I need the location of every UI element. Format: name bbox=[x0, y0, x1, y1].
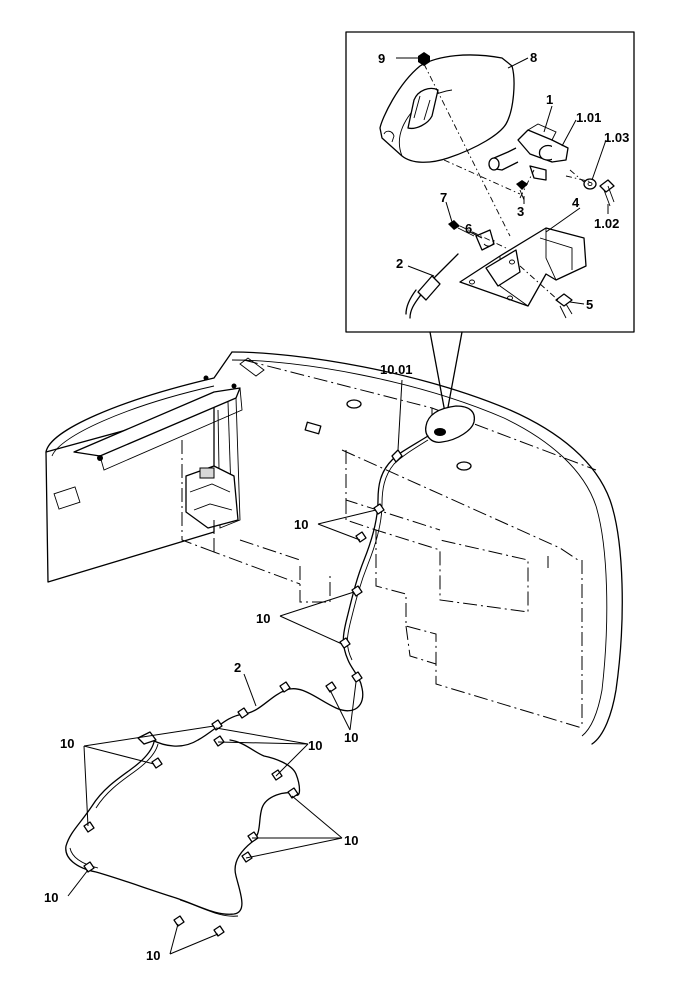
lamp-bracket bbox=[459, 227, 587, 307]
detail-frame bbox=[345, 31, 635, 333]
label-10-g: 10 bbox=[44, 890, 58, 905]
screw-3 bbox=[516, 180, 528, 201]
label-10-a: 10 bbox=[294, 517, 308, 532]
detail-inset bbox=[345, 31, 635, 419]
label-1-03: 1.03 bbox=[604, 130, 629, 145]
label-7: 7 bbox=[440, 190, 447, 205]
label-10-d: 10 bbox=[60, 736, 74, 751]
bolt-5 bbox=[555, 293, 573, 319]
cable-connector bbox=[405, 253, 459, 319]
screw-7 bbox=[448, 220, 475, 237]
label-10-h: 10 bbox=[146, 948, 160, 963]
leader-lines bbox=[67, 57, 609, 955]
label-1-02: 1.02 bbox=[594, 216, 619, 231]
lamp-cover bbox=[379, 54, 515, 163]
bolt-102 bbox=[599, 179, 615, 207]
cable-clamp bbox=[475, 229, 495, 251]
part-labels: 9 8 1 1.01 1.03 1.02 3 4 5 6 7 2 10.01 1… bbox=[44, 50, 629, 963]
label-3: 3 bbox=[517, 204, 524, 219]
label-10-f: 10 bbox=[344, 833, 358, 848]
label-6: 6 bbox=[465, 221, 472, 236]
counterweight-body bbox=[45, 351, 623, 745]
label-10-01: 10.01 bbox=[380, 362, 413, 377]
label-10-b: 10 bbox=[256, 611, 270, 626]
label-10-e: 10 bbox=[308, 738, 322, 753]
label-1-01: 1.01 bbox=[576, 110, 601, 125]
label-5: 5 bbox=[586, 297, 593, 312]
label-2-harness: 2 bbox=[234, 660, 241, 675]
hidden-outline bbox=[181, 359, 597, 729]
lamp-unit bbox=[488, 123, 569, 181]
nut-9 bbox=[418, 52, 430, 66]
label-8: 8 bbox=[530, 50, 537, 65]
label-10-c: 10 bbox=[344, 730, 358, 745]
washer bbox=[583, 178, 597, 190]
label-4: 4 bbox=[572, 195, 580, 210]
detail-pointer bbox=[429, 331, 463, 419]
installed-lamp bbox=[425, 405, 476, 443]
label-1: 1 bbox=[546, 92, 553, 107]
label-2: 2 bbox=[396, 256, 403, 271]
label-9: 9 bbox=[378, 51, 385, 66]
